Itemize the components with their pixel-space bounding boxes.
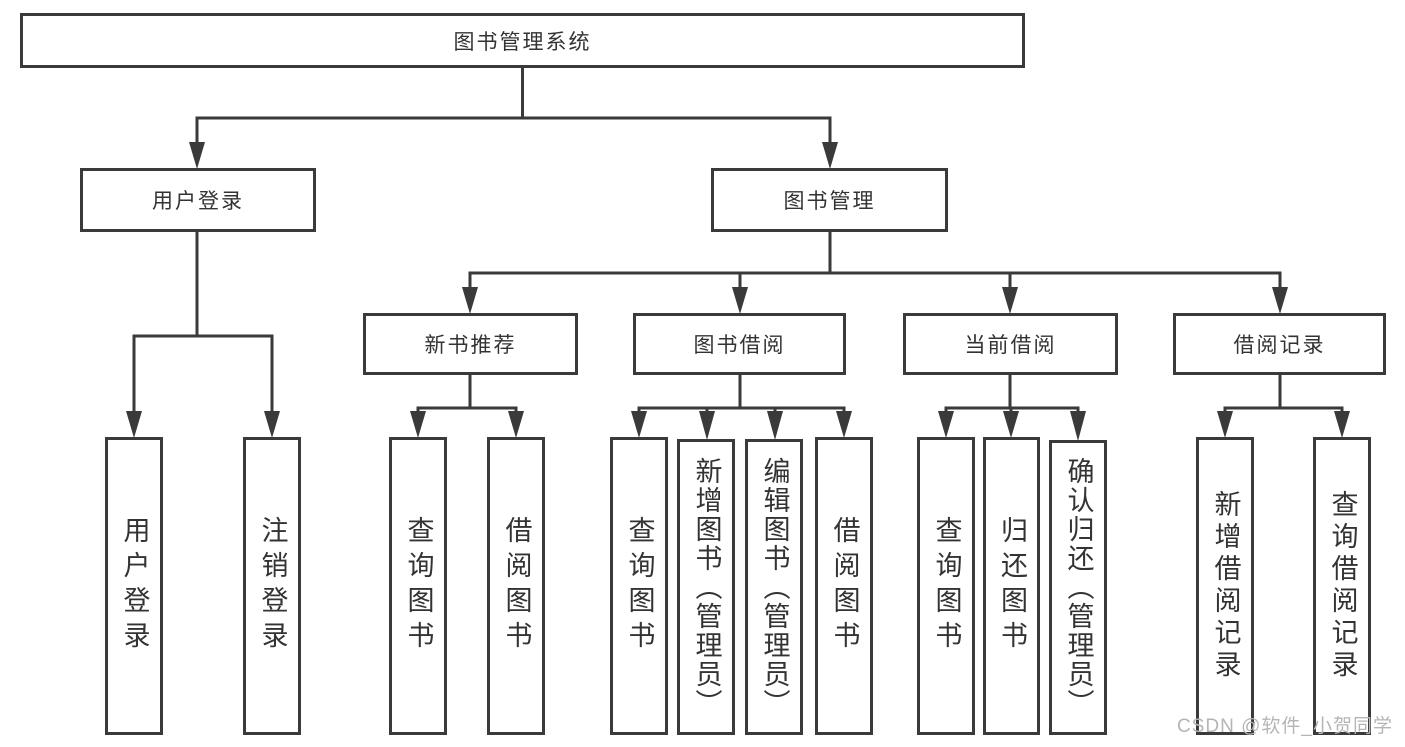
node-label: 图书管理 bbox=[783, 190, 876, 213]
leaf-logout: 注销登录 bbox=[243, 437, 301, 735]
connector-book-management-children bbox=[462, 232, 1288, 314]
leaf-edit-books-admin: 编辑图书（管理员） bbox=[745, 439, 803, 735]
node-borrowing-records: 借阅记录 bbox=[1173, 313, 1386, 375]
node-label: 借阅记录 bbox=[1233, 334, 1326, 357]
connector-book-borrowing-children bbox=[631, 375, 852, 440]
leaf-label: 查询图书 bbox=[624, 516, 655, 656]
leaf-label: 确认归还（管理员） bbox=[1063, 457, 1094, 718]
node-label: 图书借阅 bbox=[693, 334, 786, 357]
leaf-label: 查询借阅记录 bbox=[1327, 490, 1358, 682]
leaf-borrow-books-recommend: 借阅图书 bbox=[487, 437, 545, 735]
connector-borrowing-records-children bbox=[1217, 375, 1350, 438]
leaf-label: 用户登录 bbox=[119, 516, 150, 656]
connector-new-book-recommend-children bbox=[410, 375, 524, 438]
leaf-query-books-recommend: 查询图书 bbox=[389, 437, 447, 735]
connector-user-login-children bbox=[126, 232, 280, 438]
leaf-label: 新增图书（管理员） bbox=[691, 456, 722, 718]
node-user-login-branch: 用户登录 bbox=[80, 168, 316, 232]
node-current-borrowing: 当前借阅 bbox=[903, 313, 1118, 375]
node-book-management-system: 图书管理系统 bbox=[20, 13, 1025, 68]
connector-root-to-level2 bbox=[189, 68, 838, 169]
connector-current-borrowing-children bbox=[938, 375, 1086, 441]
leaf-label: 借阅图书 bbox=[501, 516, 532, 656]
leaf-add-borrow-record: 新增借阅记录 bbox=[1196, 437, 1254, 735]
leaf-confirm-return-admin: 确认归还（管理员） bbox=[1049, 440, 1107, 735]
leaf-label: 新增借阅记录 bbox=[1210, 490, 1241, 682]
node-label: 图书管理系统 bbox=[453, 30, 592, 54]
leaf-add-books-admin: 新增图书（管理员） bbox=[677, 439, 735, 735]
leaf-label: 借阅图书 bbox=[829, 516, 860, 656]
leaf-user-login: 用户登录 bbox=[105, 437, 163, 735]
leaf-query-books-borrowing: 查询图书 bbox=[610, 437, 668, 735]
node-book-borrowing: 图书借阅 bbox=[633, 313, 846, 375]
leaf-query-books-current: 查询图书 bbox=[917, 437, 975, 735]
node-label: 用户登录 bbox=[152, 190, 244, 213]
node-new-book-recommend: 新书推荐 bbox=[363, 313, 578, 375]
leaf-label: 查询图书 bbox=[931, 516, 962, 656]
leaf-label: 归还图书 bbox=[997, 516, 1027, 656]
leaf-query-borrow-record: 查询借阅记录 bbox=[1313, 437, 1371, 735]
leaf-label: 编辑图书（管理员） bbox=[759, 456, 790, 718]
node-label: 当前借阅 bbox=[964, 334, 1057, 357]
csdn-watermark: CSDN @软件_小贺同学 bbox=[1177, 716, 1393, 737]
leaf-borrow-books: 借阅图书 bbox=[815, 437, 873, 735]
leaf-label: 查询图书 bbox=[403, 516, 434, 656]
leaf-label: 注销登录 bbox=[257, 516, 288, 656]
node-label: 新书推荐 bbox=[424, 334, 517, 357]
leaf-return-books: 归还图书 bbox=[983, 437, 1040, 735]
node-book-management: 图书管理 bbox=[711, 168, 948, 232]
